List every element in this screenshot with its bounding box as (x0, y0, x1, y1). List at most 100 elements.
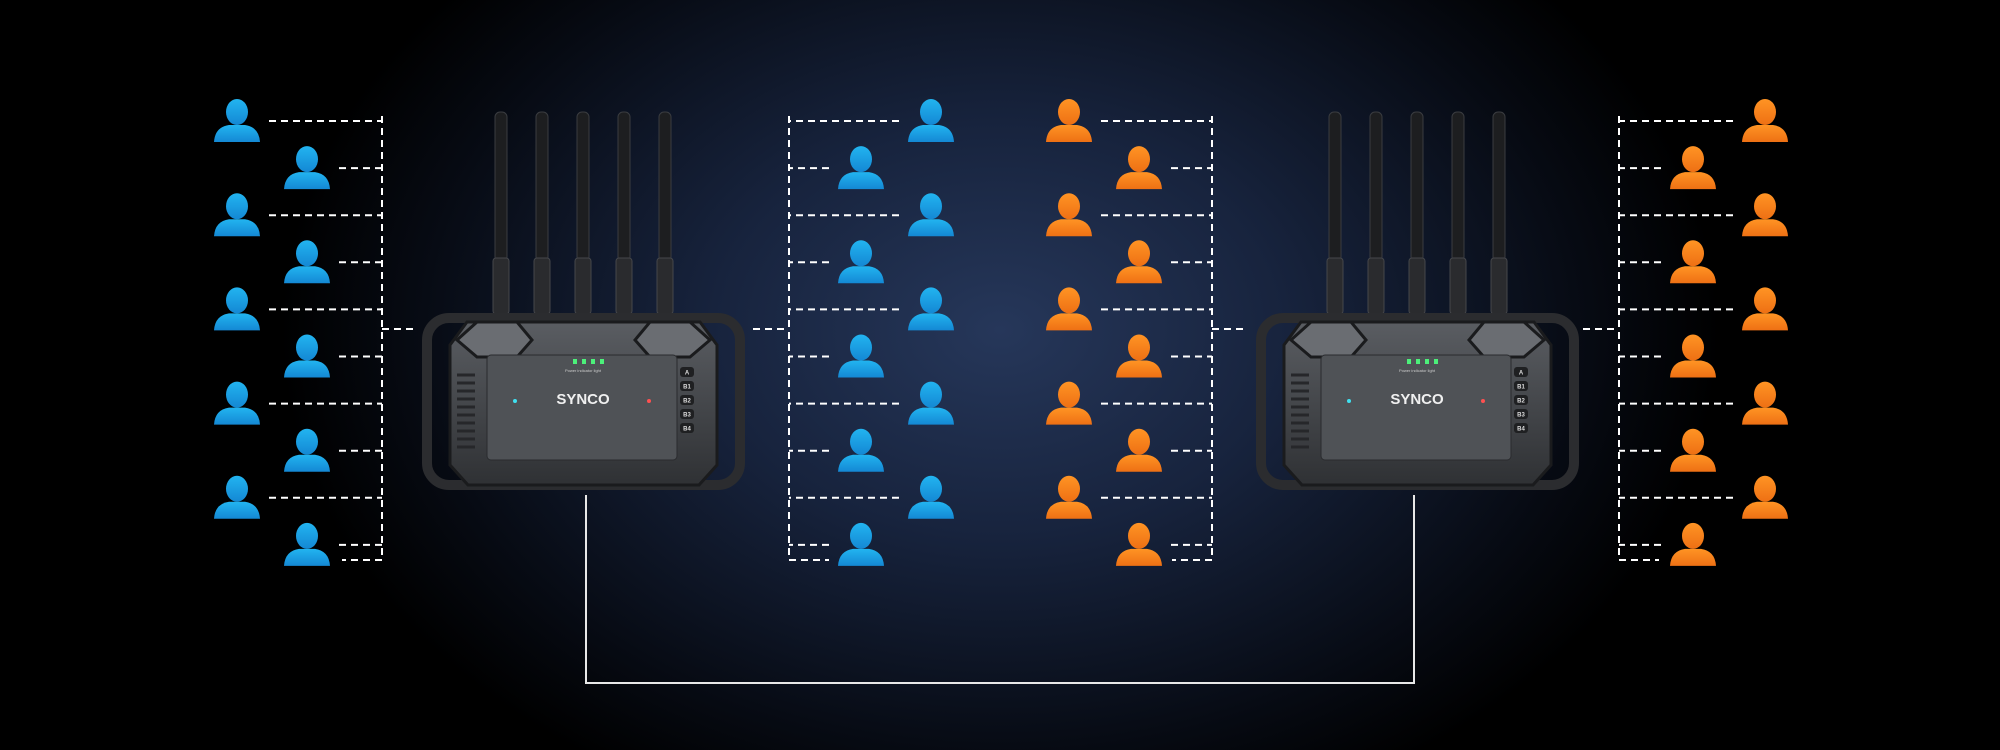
channel-button-b4[interactable] (680, 423, 694, 433)
person-shoulders (214, 407, 260, 425)
person-shoulders (1742, 313, 1788, 331)
person-head (296, 334, 318, 361)
channel-button-b1[interactable] (1514, 381, 1528, 391)
antenna-base (533, 257, 551, 315)
person-icon (1670, 146, 1716, 190)
channel-button-label: B1 (1517, 385, 1525, 391)
channel-button-b2[interactable] (680, 395, 694, 405)
person-head (1128, 334, 1150, 361)
person-shoulders (1116, 360, 1162, 378)
channel-button-b1[interactable] (680, 381, 694, 391)
person-shoulders (908, 313, 954, 331)
person-shoulders (1670, 266, 1716, 284)
person-icon (1742, 193, 1788, 237)
antenna-base (1326, 257, 1344, 315)
antenna (576, 111, 590, 263)
person-head (1682, 146, 1704, 173)
power-led (1425, 359, 1429, 364)
person-head (1128, 240, 1150, 267)
channel-button-label: B3 (683, 413, 691, 419)
power-led (573, 359, 577, 364)
front-panel (486, 354, 678, 461)
corner-guard (1288, 320, 1368, 359)
person-shoulders (838, 360, 884, 378)
person-icon (1670, 240, 1716, 284)
power-led (1407, 359, 1411, 364)
person-head (226, 287, 248, 314)
person-head (920, 193, 942, 220)
antenna (617, 111, 631, 263)
person-icon (838, 146, 884, 190)
person-icon (284, 240, 330, 284)
person-group-1 (214, 99, 383, 566)
person-shoulders (1116, 548, 1162, 566)
status-led (1347, 399, 1351, 403)
channel-button-b3[interactable] (680, 409, 694, 419)
antenna (1369, 111, 1383, 263)
person-head (920, 381, 942, 408)
brand-logo: SYNCO (1390, 391, 1444, 408)
antenna (535, 111, 549, 263)
person-shoulders (284, 548, 330, 566)
person-shoulders (838, 548, 884, 566)
channel-button-a[interactable] (1514, 367, 1528, 377)
person-head (1754, 475, 1776, 502)
person-head (920, 99, 942, 125)
person-group-2 (788, 99, 954, 566)
antenna-base (574, 257, 592, 315)
person-shoulders (1742, 125, 1788, 142)
person-shoulders (838, 454, 884, 472)
person-icon (1116, 240, 1162, 284)
antenna-base (1449, 257, 1467, 315)
person-head (296, 240, 318, 267)
person-head (1058, 475, 1080, 502)
person-shoulders (214, 219, 260, 237)
channel-button-b4[interactable] (1514, 423, 1528, 433)
antenna-base (1367, 257, 1385, 315)
person-shoulders (1116, 454, 1162, 472)
front-panel (1320, 354, 1512, 461)
person-icon (214, 193, 260, 237)
person-shoulders (1742, 219, 1788, 237)
person-shoulders (908, 501, 954, 519)
status-led (513, 399, 517, 403)
channel-button-b2[interactable] (1514, 395, 1528, 405)
person-shoulders (1046, 407, 1092, 425)
power-indicator-label: Power indicator light (1399, 368, 1436, 373)
person-head (1128, 146, 1150, 173)
person-head (296, 428, 318, 455)
person-head (920, 287, 942, 314)
person-icon (284, 522, 330, 566)
person-icon (908, 475, 954, 519)
channel-button-label: B3 (1517, 413, 1525, 419)
person-shoulders (214, 501, 260, 519)
person-shoulders (908, 125, 954, 142)
person-shoulders (1742, 407, 1788, 425)
corner-guard (454, 320, 534, 359)
channel-button-label: B4 (1517, 427, 1525, 433)
antenna-base (656, 257, 674, 315)
antenna (1410, 111, 1424, 263)
person-icon (838, 240, 884, 284)
power-indicator-label: Power indicator light (565, 368, 602, 373)
person-head (1754, 99, 1776, 125)
person-icon (1670, 334, 1716, 378)
corner-guard (633, 320, 713, 359)
channel-button-label: B4 (683, 427, 691, 433)
channel-button-a[interactable] (680, 367, 694, 377)
person-head (1058, 381, 1080, 408)
person-shoulders (284, 266, 330, 284)
antenna (658, 111, 672, 263)
person-shoulders (284, 172, 330, 190)
person-head (1058, 287, 1080, 314)
person-icon (838, 428, 884, 472)
person-head (1754, 381, 1776, 408)
channel-button-b3[interactable] (1514, 409, 1528, 419)
person-icon (1116, 334, 1162, 378)
person-icon (214, 99, 260, 142)
power-led (582, 359, 586, 364)
person-head (226, 381, 248, 408)
person-head (1682, 522, 1704, 549)
